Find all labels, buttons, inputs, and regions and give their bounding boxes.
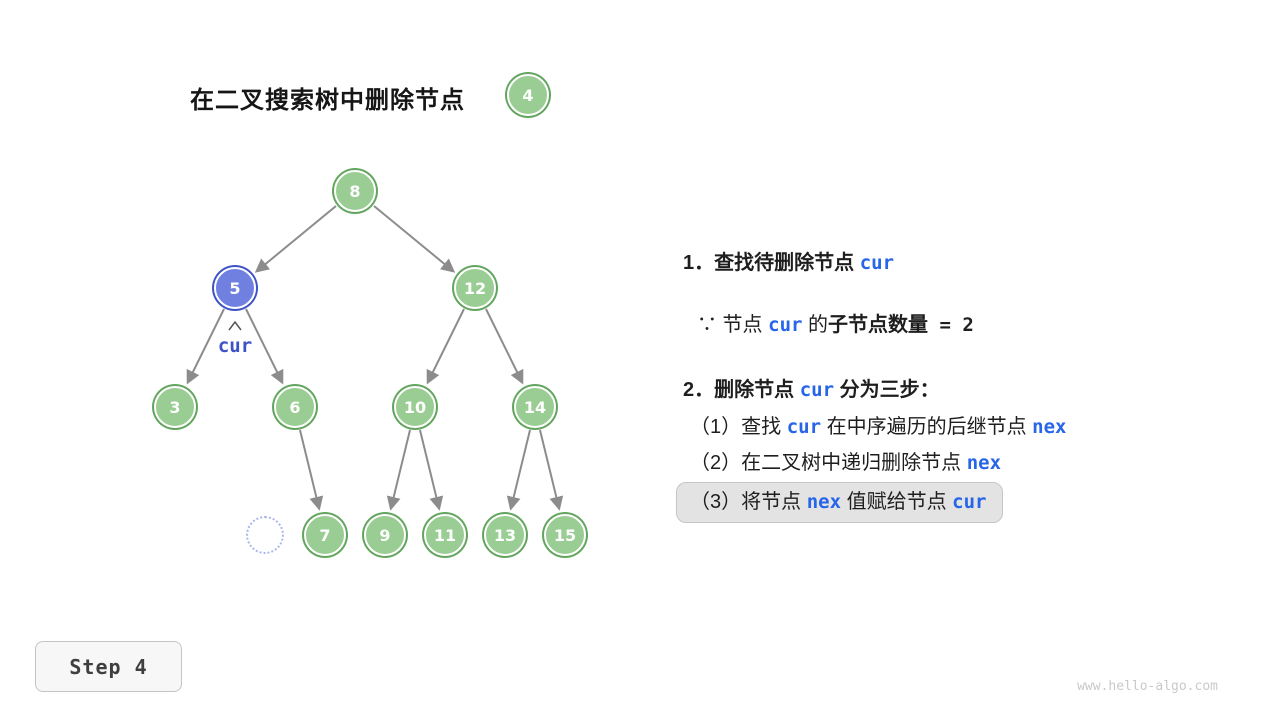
- tree-node-6: 6: [274, 386, 316, 428]
- note-2-equals-2: = 2: [928, 314, 974, 336]
- edge-6-7: [299, 429, 324, 511]
- edge-10-11: [419, 429, 444, 511]
- step-badge: 4: [507, 74, 549, 116]
- note-3-text-b: 分为三步：: [834, 379, 940, 401]
- note-line-3: 2．删除节点 cur 分为三步：: [683, 377, 940, 403]
- keyword-cur: cur: [799, 379, 835, 401]
- note-2-text-a: ∵ 节点: [697, 314, 769, 336]
- keyword-cur: cur: [768, 314, 803, 336]
- edge-8-5: [254, 205, 337, 273]
- tree-node-7: 7: [304, 514, 346, 556]
- note-1-text: 1．查找待删除节点: [683, 252, 860, 274]
- watermark: www.hello-algo.com: [1077, 679, 1218, 694]
- page-title: 在二叉搜索树中删除节点: [190, 87, 465, 114]
- note-6-text-b: 值赋给节点: [841, 491, 953, 513]
- edge-12-10: [426, 308, 465, 385]
- edge-8-12: [373, 205, 456, 273]
- note-5-text-a: （2）在二叉树中递归删除节点: [690, 452, 967, 474]
- note-3-text-a: 2．删除节点: [683, 379, 800, 401]
- removed-node-placeholder: [246, 516, 284, 554]
- note-4-text-b: 在中序遍历的后继节点: [821, 416, 1033, 438]
- edge-10-9: [386, 429, 411, 511]
- note-line-1: 1．查找待删除节点 cur: [683, 250, 894, 276]
- note-line-4: （1）查找 cur 在中序遍历的后继节点 nex: [690, 414, 1066, 440]
- note-2-text-b: 的: [802, 314, 829, 336]
- keyword-cur: cur: [786, 416, 822, 438]
- tree-node-12: 12: [454, 267, 496, 309]
- tree-node-5-cur: 5: [214, 267, 256, 309]
- tree-node-9: 9: [364, 514, 406, 556]
- tree-node-8: 8: [334, 170, 376, 212]
- edge-14-15: [539, 429, 564, 511]
- note-line-2: ∵ 节点 cur 的子节点数量 = 2: [697, 312, 974, 338]
- keyword-nex: nex: [806, 491, 842, 513]
- cur-pointer-caret-icon: [228, 320, 242, 331]
- tree-node-14: 14: [514, 386, 556, 428]
- tree-node-13: 13: [484, 514, 526, 556]
- keyword-cur: cur: [952, 491, 987, 513]
- tree-node-10: 10: [394, 386, 436, 428]
- step-label: Step 4: [35, 641, 182, 692]
- tree-node-11: 11: [424, 514, 466, 556]
- tree-node-15: 15: [544, 514, 586, 556]
- note-line-5: （2）在二叉树中递归删除节点 nex: [690, 450, 1001, 476]
- tree-node-3: 3: [154, 386, 196, 428]
- note-4-text-a: （1）查找: [690, 416, 787, 438]
- keyword-cur: cur: [859, 252, 895, 274]
- edge-12-14: [485, 308, 524, 385]
- note-line-6-highlighted: （3）将节点 nex 值赋给节点 cur: [676, 482, 1004, 523]
- note-2-text-bold: 子节点数量: [828, 314, 929, 336]
- edge-14-13: [506, 429, 531, 511]
- note-6-text-a: （3）将节点: [690, 491, 807, 513]
- cur-pointer-label: cur: [217, 335, 253, 357]
- keyword-nex: nex: [1032, 416, 1067, 438]
- keyword-nex: nex: [966, 452, 1002, 474]
